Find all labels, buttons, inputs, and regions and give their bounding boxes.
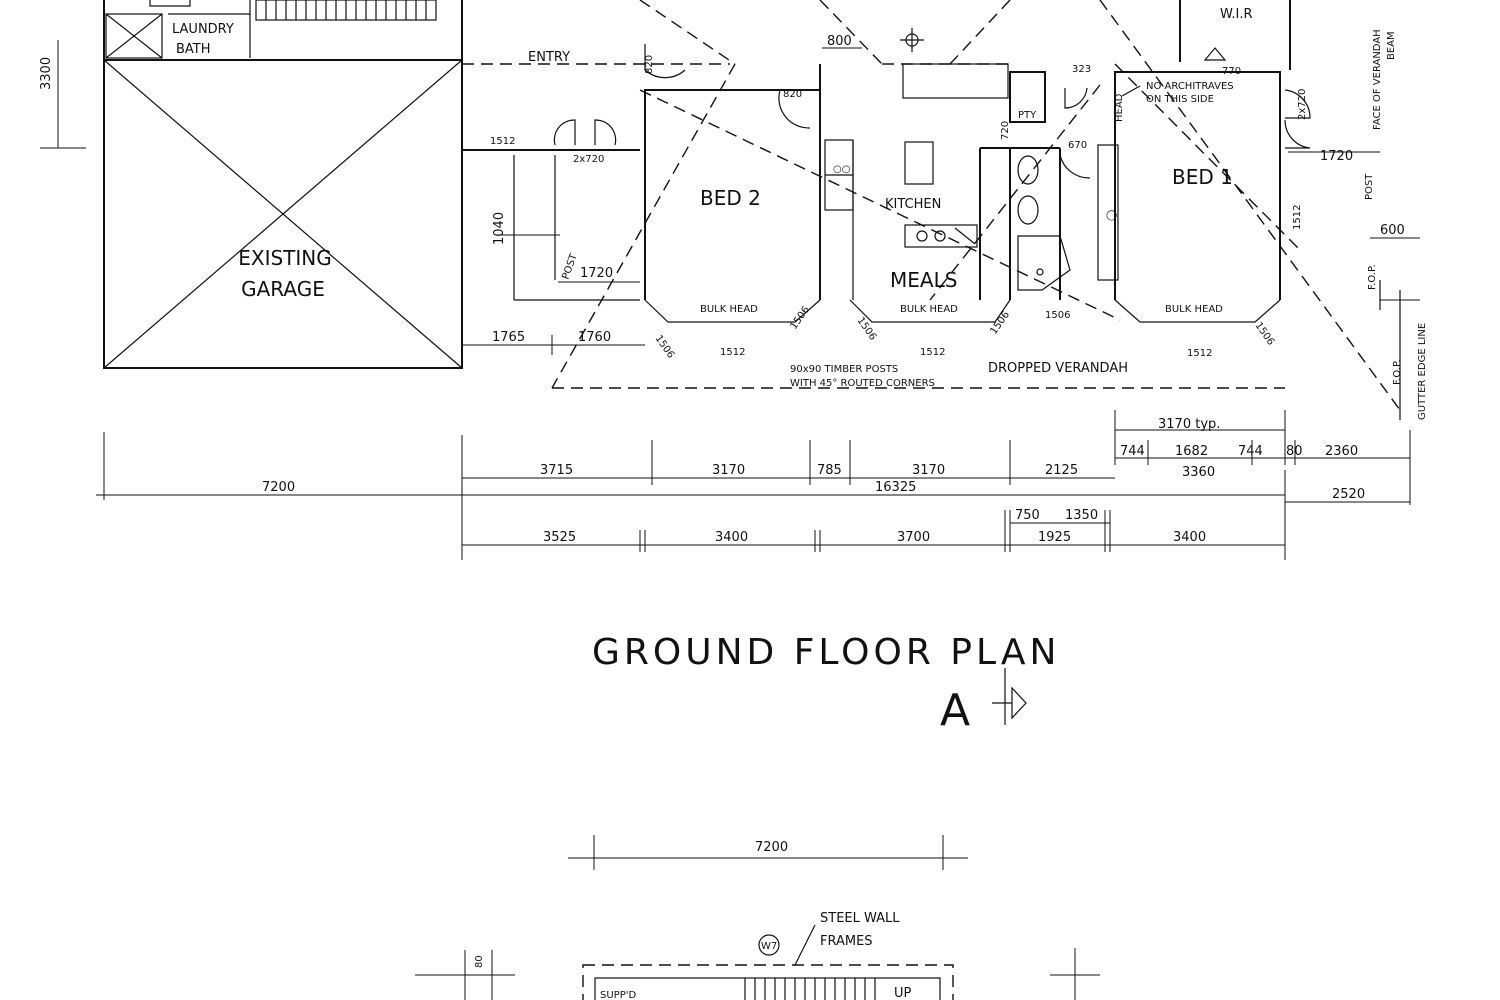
row3-2: 3700 (897, 530, 930, 545)
lower-dim-80: 80 (474, 955, 485, 968)
up-label: UP (894, 986, 912, 1000)
row1-2: 785 (817, 463, 842, 478)
entry-label: ENTRY (528, 50, 570, 65)
fop-2: F.O.P. (1392, 359, 1403, 385)
no-architraves-2: ON THIS SIDE (1146, 94, 1214, 105)
dim-1760: 1760 (578, 330, 611, 345)
pantry-ensuite: PTY 720 670 ◯ (979, 71, 1119, 300)
dim-1512-bed1: 1512 (1292, 205, 1303, 230)
dim-3300: 3300 (39, 57, 54, 90)
dim-1512-v1: 1512 (720, 347, 745, 358)
dim-820-bed2: 820 (783, 89, 802, 100)
no-architraves-1: NO ARCHITRAVES (1146, 81, 1234, 92)
dim-1506-f: 1506 (1253, 320, 1277, 347)
bed2-side-bay: 1512 2x720 1040 POST 1720 (462, 119, 640, 301)
dim-1506-c: 1506 (855, 315, 879, 342)
row2-left: 7200 (262, 480, 295, 495)
fop-1: F.O.P. (1367, 264, 1378, 290)
row3-1: 3400 (715, 530, 748, 545)
row-tr-1: 1682 (1175, 444, 1208, 459)
posts-note-2: WITH 45° ROUTED CORNERS (790, 378, 935, 389)
w7-tag: W7 (761, 941, 777, 952)
bed-1: BED 1 HEAD 323 NO ARCHITRAVES ON THIS SI… (1072, 0, 1428, 420)
existing-garage: EXISTING GARAGE (103, 59, 463, 369)
dim-2x720-bed1: 2x720 (1297, 89, 1308, 120)
dim-800: 800 (827, 34, 852, 49)
steel-wall-1: STEEL WALL (820, 911, 900, 926)
post-label-right: POST (1364, 173, 1375, 200)
dim-1506-d: 1506 (988, 310, 1012, 337)
row2-right: 2520 (1332, 487, 1365, 502)
laundry-area: LAUNDRY BATH (103, 0, 463, 60)
bed-2: 820 BED 2 BULK HEAD (644, 89, 821, 323)
row-tr-3: 80 (1286, 444, 1303, 459)
dim-1506-a: 1506 (653, 333, 677, 360)
row1-4: 2125 (1045, 463, 1078, 478)
dropped-verandah-label: DROPPED VERANDAH (988, 361, 1128, 376)
steel-wall-2: FRAMES (820, 934, 873, 949)
dimension-strings: 3170 typ. 744 1682 744 80 2360 3360 3715… (96, 410, 1411, 560)
row1-0: 3715 (540, 463, 573, 478)
kitchen-label: KITCHEN (885, 197, 941, 212)
bed2-label: BED 2 (700, 186, 761, 210)
face-of-verandah-1: FACE OF VERANDAH (1372, 29, 1383, 130)
row-tr-sub: 3360 (1182, 465, 1215, 480)
fridge-mark: ○○ (833, 164, 850, 175)
row3-3: 1925 (1038, 530, 1071, 545)
dim-3170-typ: 3170 typ. (1158, 417, 1220, 432)
dim-1506-b: 1506 (788, 305, 812, 332)
row-tr-2: 744 (1238, 444, 1263, 459)
dim-1512-bay: 1512 (490, 136, 515, 147)
row3-4: 3400 (1173, 530, 1206, 545)
bulkhead-3: BULK HEAD (1165, 304, 1223, 315)
section-arrow-icon (992, 668, 1027, 725)
garage-label-line1: EXISTING (238, 246, 332, 270)
post-label-left: POST (560, 252, 580, 281)
face-of-verandah-2: BEAM (1386, 31, 1397, 60)
dim-1506-e: 1506 (1045, 310, 1070, 321)
lower-dim-7200: 7200 (755, 840, 788, 855)
drawing-title: GROUND FLOOR PLAN (592, 632, 1060, 673)
dim-770: 770 (1222, 66, 1241, 77)
section-marker-letter: A (940, 685, 970, 736)
dim-1040: 1040 (492, 212, 507, 245)
wir-label: W.I.R (1220, 7, 1253, 22)
verandah-dims: 1506 1506 1506 1506 1506 1506 1512 1512 … (462, 305, 1276, 389)
posts-note-1: 90x90 TIMBER POSTS (790, 364, 898, 375)
row-tr-0: 744 (1120, 444, 1145, 459)
row3-top-0: 750 (1015, 508, 1040, 523)
bed1-label: BED 1 (1172, 165, 1233, 189)
dim-1512-v3: 1512 (1187, 348, 1212, 359)
row3-top-1: 1350 (1065, 508, 1098, 523)
suppd-label: SUPP'D (600, 990, 636, 1000)
row3-0: 3525 (543, 530, 576, 545)
lower-plan: 7200 STEEL WALL FRAMES W7 SUPP'D UP 80 (415, 835, 1100, 1000)
dim-1512-v2: 1512 (920, 347, 945, 358)
bath-label: BATH (176, 42, 211, 57)
garage-label-line2: GARAGE (241, 277, 325, 301)
dim-720-pty: 720 (1000, 121, 1011, 140)
gutter-edge-label: GUTTER EDGE LINE (1417, 323, 1428, 420)
head-label: HEAD (1114, 93, 1125, 122)
row1-3: 3170 (912, 463, 945, 478)
dim-820-entry: 820 (644, 55, 655, 74)
meals-label: MEALS (890, 268, 957, 292)
vanity-mark: ◯ (1106, 210, 1117, 221)
row2-total: 16325 (875, 480, 916, 495)
dim-323: 323 (1072, 64, 1091, 75)
dim-2x720-bay: 2x720 (573, 154, 604, 165)
dim-600: 600 (1380, 223, 1405, 238)
pantry-label: PTY (1018, 110, 1037, 121)
row1-1: 3170 (712, 463, 745, 478)
dim-670: 670 (1068, 140, 1087, 151)
dim-1720-right: 1720 (1320, 149, 1353, 164)
bulkhead-2: BULK HEAD (900, 304, 958, 315)
dim-1765: 1765 (492, 330, 525, 345)
bulkhead-1: BULK HEAD (700, 304, 758, 315)
kitchen-meals: ○○ KITCHEN MEALS BULK HEAD 800 (819, 28, 1011, 323)
laundry-label: LAUNDRY (172, 22, 234, 37)
dim-1720-left: 1720 (580, 266, 613, 281)
row-tr-4: 2360 (1325, 444, 1358, 459)
